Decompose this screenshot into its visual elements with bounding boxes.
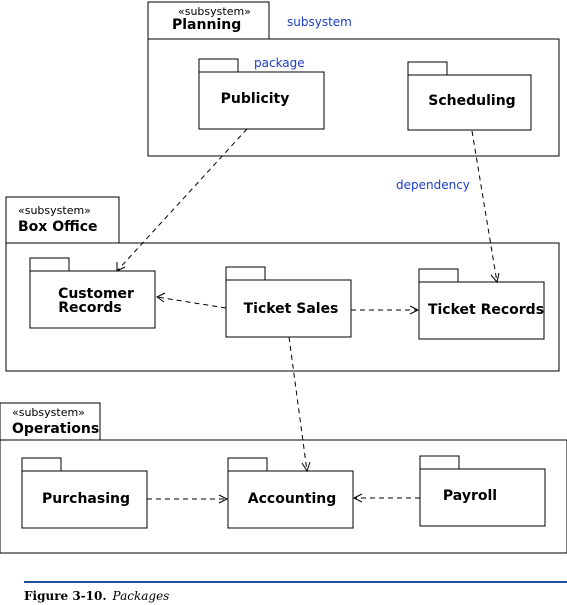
package-ticket-records: Ticket Records — [418, 268, 545, 340]
figure-caption: Figure 3-10. Packages — [24, 589, 169, 603]
package-customer-records-tab — [29, 257, 70, 272]
subsystem-operations-name: Operations — [12, 421, 99, 437]
arrowhead-customer-records — [116, 262, 126, 272]
package-scheduling-name: Scheduling — [428, 93, 515, 109]
caption-figure-number: Figure 3-10. — [24, 589, 107, 603]
package-ticket-sales: Ticket Sales — [225, 266, 352, 338]
package-customer-records-name-line2: Records — [58, 300, 121, 316]
package-payroll: Payroll — [419, 455, 546, 527]
package-customer-records: Customer Records — [29, 257, 156, 329]
package-scheduling-tab — [407, 61, 448, 76]
dependency-ticket-sales-to-customer-records — [156, 296, 227, 309]
dependency-scheduling-to-ticket-records — [471, 130, 498, 283]
subsystem-box-office: «subsystem» Box Office — [5, 196, 560, 372]
package-diagram: «subsystem» Planning Publicity Schedulin… — [0, 1, 567, 554]
subsystem-planning-stereotype: «subsystem» — [178, 5, 251, 18]
arrowhead-accounting-right — [352, 493, 363, 503]
package-accounting-body — [227, 470, 354, 529]
subsystem-box-office-stereotype: «subsystem» — [18, 204, 91, 217]
package-payroll-tab — [419, 455, 460, 470]
package-publicity-body — [198, 71, 325, 130]
package-accounting-tab — [227, 457, 268, 472]
package-purchasing-tab — [21, 457, 62, 472]
arrowhead-accounting-top — [301, 461, 311, 473]
package-customer-records-body — [29, 270, 156, 329]
annotation-subsystem: subsystem — [287, 15, 352, 29]
package-payroll-name: Payroll — [443, 488, 497, 504]
package-ticket-records-body — [418, 281, 545, 340]
package-scheduling: Scheduling — [407, 61, 532, 131]
dependency-publicity-to-customer-records — [116, 128, 248, 272]
package-accounting-name: Accounting — [248, 491, 336, 507]
package-publicity-name: Publicity — [221, 91, 290, 107]
package-ticket-sales-body — [225, 279, 352, 338]
annotation-dependency: dependency — [396, 178, 470, 192]
package-ticket-records-tab — [418, 268, 459, 283]
subsystem-planning-body — [147, 38, 560, 157]
caption-title: Packages — [112, 589, 170, 603]
subsystem-box-office-body — [5, 242, 560, 372]
arrowhead-customer-records-side — [156, 292, 166, 303]
package-publicity: Publicity — [198, 58, 325, 130]
subsystem-operations-stereotype: «subsystem» — [12, 406, 85, 419]
package-customer-records-name-line1: Customer — [58, 286, 134, 302]
subsystem-box-office-name: Box Office — [18, 219, 98, 235]
package-accounting: Accounting — [227, 457, 354, 529]
package-ticket-records-name: Ticket Records — [428, 302, 544, 318]
annotation-package: package — [254, 56, 305, 70]
subsystem-planning-name: Planning — [172, 17, 241, 33]
dependency-arrowheads — [116, 262, 500, 504]
package-ticket-sales-name: Ticket Sales — [244, 301, 339, 317]
subsystem-planning: «subsystem» Planning — [147, 1, 560, 157]
arrowhead-ticket-records-side — [409, 305, 420, 315]
arrowhead-ticket-records-top — [490, 272, 500, 284]
package-purchasing-name: Purchasing — [42, 491, 130, 507]
package-purchasing: Purchasing — [21, 457, 148, 529]
dependency-arrows — [116, 128, 498, 500]
dependency-ticket-sales-to-accounting — [288, 336, 308, 472]
package-publicity-tab — [198, 58, 239, 73]
package-scheduling-body — [407, 74, 532, 131]
caption-rule — [24, 581, 567, 583]
subsystem-operations: «subsystem» Operations — [0, 402, 567, 554]
package-ticket-sales-tab — [225, 266, 266, 281]
arrowhead-accounting-left — [218, 494, 229, 504]
subsystem-operations-body — [0, 439, 567, 554]
